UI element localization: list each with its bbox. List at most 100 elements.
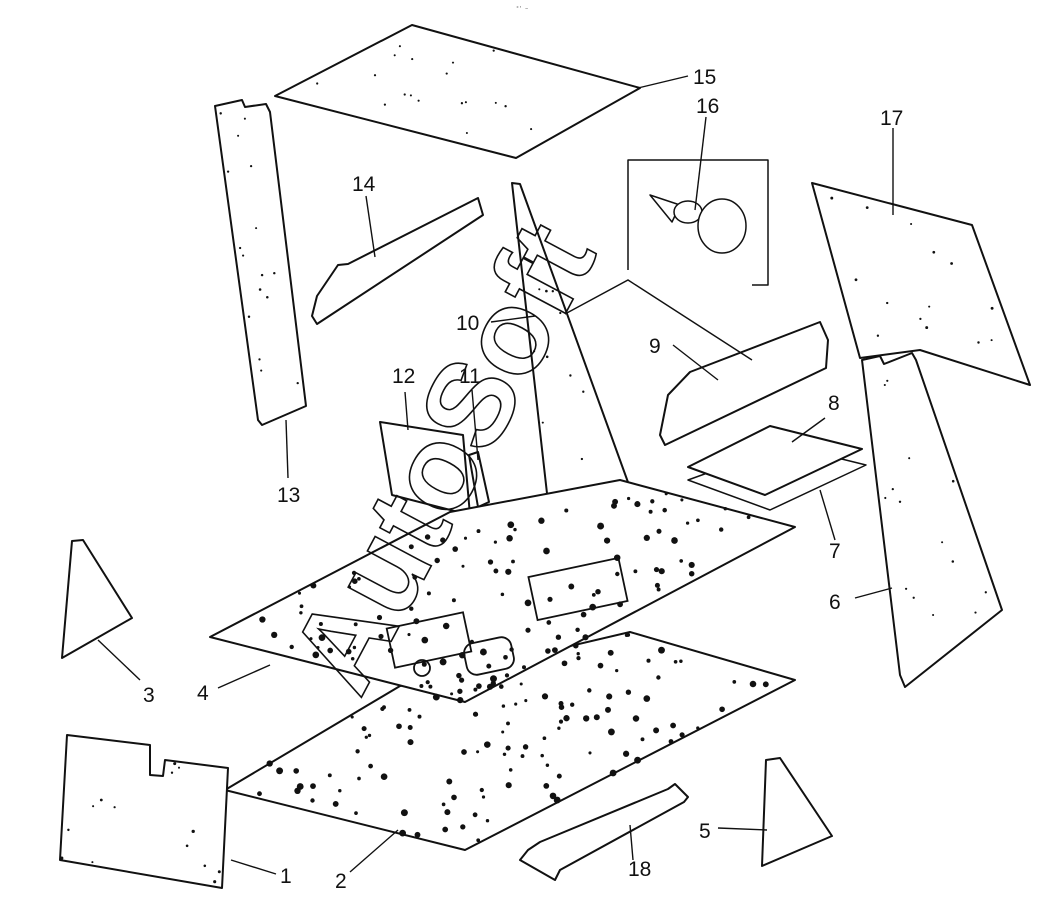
mounting-hole — [603, 537, 611, 544]
mounting-hole — [242, 254, 245, 257]
mounting-hole — [597, 662, 604, 669]
mounting-hole — [345, 648, 352, 655]
mounting-holes — [60, 45, 994, 884]
mounting-hole — [541, 693, 549, 700]
mounting-hole — [519, 682, 523, 686]
mounting-hole — [559, 311, 562, 315]
mounting-hole — [658, 646, 665, 654]
mounting-hole — [573, 642, 579, 649]
mounting-hole — [545, 289, 548, 293]
mounting-hole — [688, 561, 695, 568]
mounting-hole — [451, 794, 457, 801]
mounting-hole — [884, 496, 887, 500]
mounting-hole — [440, 537, 446, 543]
callout-12: 12 — [392, 365, 415, 388]
mounting-hole — [219, 112, 222, 115]
mounting-hole — [258, 288, 262, 291]
mounting-hole — [476, 838, 481, 843]
mounting-hole — [658, 568, 665, 575]
mounting-hole — [486, 683, 494, 690]
mounting-hole — [564, 508, 569, 513]
part-15-roof-panel — [274, 24, 641, 159]
mounting-hole — [380, 706, 385, 712]
mounting-hole — [624, 633, 629, 637]
mounting-hole — [656, 587, 661, 592]
mounting-hole — [297, 591, 302, 595]
mounting-hole — [679, 559, 684, 563]
mounting-hole — [492, 49, 495, 52]
mounting-hole — [632, 715, 640, 722]
mounting-hole — [350, 715, 354, 719]
mounting-hole — [417, 99, 420, 102]
mounting-hole — [473, 687, 478, 692]
callout-14: 14 — [352, 173, 376, 196]
mounting-hole — [990, 306, 994, 310]
mounting-hole — [257, 791, 262, 797]
mounting-hole — [505, 782, 512, 789]
mounting-hole — [506, 721, 510, 726]
callout-2: 2 — [335, 870, 347, 893]
mounting-hole — [332, 800, 339, 807]
part-18-strip — [519, 783, 689, 881]
mounting-hole — [977, 341, 980, 344]
mounting-hole — [408, 544, 414, 550]
callout-11: 11 — [459, 365, 481, 388]
mounting-hole — [266, 296, 269, 299]
mounting-hole — [545, 763, 550, 767]
mounting-hole — [570, 702, 575, 707]
part-9-strip — [659, 321, 829, 446]
mounting-hole — [547, 596, 553, 602]
mounting-hole — [549, 792, 557, 800]
mounting-hole — [511, 559, 515, 564]
mounting-hole — [476, 529, 481, 534]
mounting-hole — [296, 783, 304, 790]
mounting-hole — [460, 824, 466, 830]
part-13-left-column — [214, 99, 307, 426]
part-8-plate — [687, 425, 863, 496]
mounting-hole — [338, 788, 342, 793]
part-3-gusset — [61, 539, 133, 659]
mounting-hole — [479, 787, 484, 793]
mounting-hole — [696, 518, 700, 523]
mounting-hole — [352, 645, 357, 650]
mounting-hole — [615, 571, 620, 577]
mounting-hole — [465, 131, 468, 135]
mounting-hole — [505, 745, 511, 751]
mounting-hole — [541, 421, 544, 424]
part-11-bracket — [468, 451, 490, 508]
mounting-hole — [407, 707, 412, 712]
mounting-hole — [588, 751, 592, 755]
mounting-hole — [243, 117, 246, 120]
mounting-hole — [646, 658, 651, 663]
mounting-hole — [289, 644, 294, 650]
mounting-hole — [373, 74, 377, 77]
mounting-hole — [457, 696, 464, 704]
callout-16: 16 — [696, 95, 719, 118]
mounting-hole — [213, 880, 217, 884]
mounting-hole — [177, 766, 181, 769]
mounting-hole — [670, 722, 676, 729]
mounting-hole — [891, 487, 894, 491]
mounting-hole — [538, 517, 545, 524]
mounting-hole — [60, 856, 64, 860]
mounting-hole — [505, 568, 512, 575]
mounting-hole — [524, 599, 532, 607]
mounting-hole — [951, 560, 955, 563]
mounting-hole — [259, 616, 266, 623]
mounting-hole — [310, 798, 315, 803]
mounting-hole — [490, 675, 497, 683]
mounting-hole — [312, 651, 320, 659]
mounting-hole — [247, 315, 251, 319]
mounting-hole — [99, 798, 103, 802]
mounting-hole — [749, 680, 757, 688]
mounting-hole — [522, 744, 529, 750]
mounting-hole — [412, 574, 418, 580]
mounting-hole — [472, 812, 478, 818]
mounting-hole — [520, 754, 525, 759]
mounting-hole — [582, 634, 589, 641]
mounting-hole — [634, 756, 642, 764]
mounting-hole — [486, 663, 492, 669]
mounting-hole — [928, 305, 931, 308]
mounting-hole — [865, 206, 869, 209]
part-6-tall-panel — [861, 352, 1003, 688]
